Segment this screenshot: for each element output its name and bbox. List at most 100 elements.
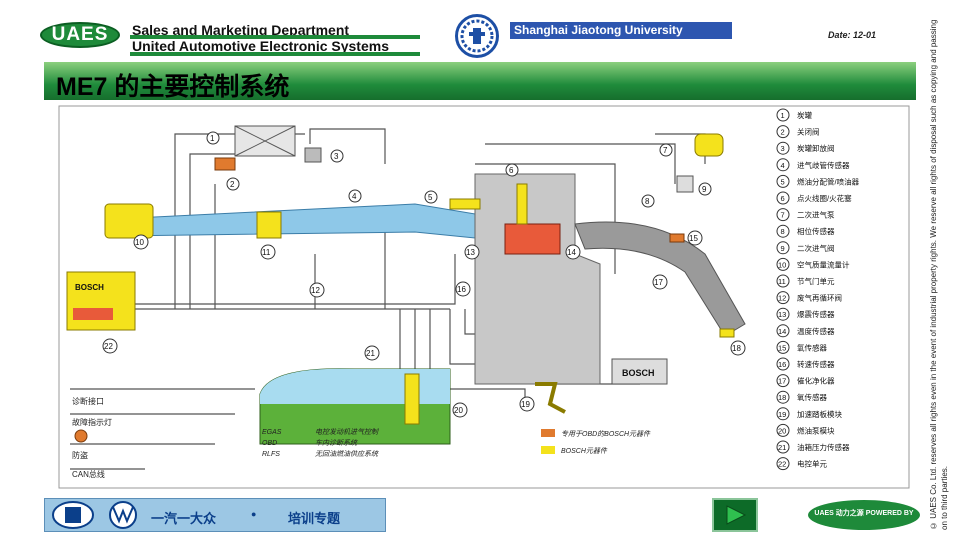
secondary-air-valve <box>676 175 694 193</box>
legend-number-circle <box>776 208 790 222</box>
legend-item-text: 油箱压力传感器 <box>797 442 850 452</box>
callout-9: 9 <box>702 185 707 194</box>
department-title: Sales and Marketing Department <box>132 22 350 38</box>
callout-15: 15 <box>689 234 698 243</box>
legend-number: 20 <box>778 426 786 435</box>
legend-number: 9 <box>781 244 785 253</box>
legend-item-text: 空气质量流量计 <box>797 259 850 269</box>
legend-item-text: 二次进气泵 <box>797 210 835 220</box>
legend-item-text: 炭罐 <box>797 110 812 120</box>
label-fault-lamp: 故障指示灯 <box>72 417 112 427</box>
abbr-rlfs: RLFS <box>262 451 280 458</box>
footer-brand: 一汽一大众 <box>151 511 217 526</box>
bosch-component-text: BOSCH元器件 <box>561 447 608 455</box>
legend-number-circle <box>776 241 790 255</box>
abbreviation-list: EGAS 电控发动机进气控制 OBD 车内诊断系统 RLFS 无回油燃油供应系统 <box>262 428 379 458</box>
legend-number-circle <box>776 374 790 388</box>
company-name: United Automotive Electronic Systems <box>132 38 389 54</box>
legend-number-circle <box>776 390 790 404</box>
legend-item-text: 燃油分配管/喷油器 <box>797 176 860 186</box>
obd-component-text: 专用于OBD的BOSCH元器件 <box>561 430 651 438</box>
legend-item-text: 温度传感器 <box>797 326 835 336</box>
ecu-label: BOSCH <box>75 283 104 292</box>
battery <box>611 358 668 385</box>
abbr-egas-text: 电控发动机进气控制 <box>315 428 379 436</box>
abbr-egas: EGAS <box>262 429 282 436</box>
callout-8: 8 <box>645 197 650 206</box>
legend-number: 11 <box>778 277 786 286</box>
legend-item-text: 氧传感器 <box>797 392 827 402</box>
legend-number-circle <box>776 141 790 155</box>
legend-number: 13 <box>778 310 786 319</box>
play-arrow-icon <box>726 505 747 525</box>
legend-number: 10 <box>778 260 786 269</box>
callout-5: 5 <box>428 193 433 202</box>
legend-number-circle <box>776 340 790 354</box>
legend-number-circle <box>776 291 790 305</box>
combustion-chamber <box>504 223 561 255</box>
ecu-label-strip <box>73 308 113 320</box>
label-can-bus: CAN总线 <box>72 469 105 479</box>
next-slide-button[interactable] <box>712 498 758 532</box>
shutoff-valve <box>214 157 236 171</box>
legend-number-circle <box>776 324 790 338</box>
legend-number: 19 <box>778 410 786 419</box>
o2-sensor-rear <box>719 328 735 338</box>
legend-number-circle <box>776 125 790 139</box>
legend-number-circle <box>776 224 790 238</box>
legend-item-text: 相位传感器 <box>797 226 835 236</box>
legend-item-text: 点火线圈/火花塞 <box>797 193 852 203</box>
abbr-obd: OBD <box>262 440 277 447</box>
fuel-injector <box>449 198 481 210</box>
left-labels: 诊断接口 故障指示灯 防盗 CAN总线 <box>72 396 112 479</box>
legend-item-text: 氧传感器 <box>797 342 827 352</box>
legend-number: 5 <box>781 177 785 186</box>
legend-item-text: 废气再循环阀 <box>797 293 842 303</box>
faw-vw-logos-icon <box>52 501 137 529</box>
fault-lamp-icon <box>74 429 88 443</box>
header-divider-2 <box>130 52 420 56</box>
number-callouts: 1 2 3 4 5 6 7 8 9 10 11 12 13 14 15 16 1… <box>102 131 746 418</box>
tank-vapor <box>260 368 450 404</box>
legend-item-text: 转速传感器 <box>797 359 835 369</box>
o2-sensor-front <box>669 233 685 243</box>
legend-number-circle <box>776 423 790 437</box>
callout-3: 3 <box>334 152 339 161</box>
callout-21: 21 <box>366 349 375 358</box>
legend-number: 8 <box>781 227 785 236</box>
throttle-unit <box>256 211 282 239</box>
uaes-logo: UAES <box>40 22 120 48</box>
legend-number-circle <box>776 158 790 172</box>
legend-item-text: 燃油泵模块 <box>797 425 835 435</box>
legend-number-circle <box>776 457 790 471</box>
legend-number: 1 <box>781 111 785 120</box>
legend-number: 6 <box>781 194 785 203</box>
footer-topic: 培训专题 <box>288 511 341 526</box>
callout-19: 19 <box>521 400 530 409</box>
legend-number: 16 <box>778 360 786 369</box>
exhaust-pipe <box>574 221 746 337</box>
legend-item-text: 加速踏板模块 <box>797 409 842 419</box>
accelerator-pedal <box>535 382 566 414</box>
legend-item-text: 关闭阀 <box>797 127 820 137</box>
slide-title: ME7 的主要控制系统 <box>56 73 290 101</box>
legend-number-circle <box>776 191 790 205</box>
legend-item-text: 爆震传感器 <box>797 309 835 319</box>
legend-number-circle <box>776 108 790 122</box>
sjtu-emblem-icon <box>455 14 499 58</box>
header-divider <box>130 35 420 39</box>
legend-number-circle <box>776 357 790 371</box>
legend-number: 22 <box>778 460 786 469</box>
copyright-notice: © UAES Co. Ltd. reserves all rights even… <box>929 19 949 530</box>
callout-1: 1 <box>210 134 215 143</box>
legend-number: 7 <box>781 211 785 220</box>
legend-number-circle <box>776 274 790 288</box>
secondary-air-pump <box>694 133 724 157</box>
air-mass-meter <box>104 203 154 239</box>
callout-12: 12 <box>311 286 320 295</box>
legend-item-text: 电控单元 <box>797 459 827 469</box>
obd-component-swatch <box>541 429 555 437</box>
callout-6: 6 <box>509 166 514 175</box>
legend-number-circle <box>776 307 790 321</box>
